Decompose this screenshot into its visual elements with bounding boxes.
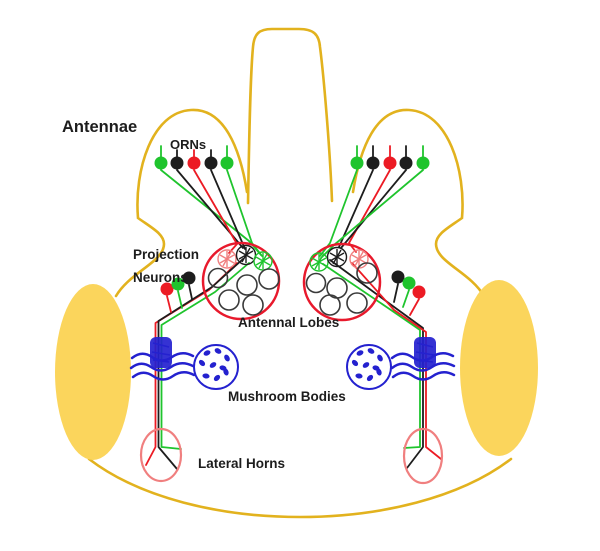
right-antenna-outline [351, 108, 486, 298]
right-mb-calyx-dots [351, 348, 383, 382]
glomerulus [236, 274, 258, 296]
pn-dot-green [171, 277, 185, 291]
right-glomerulus-red [349, 249, 369, 269]
orn-dot-red [383, 156, 397, 170]
right-orn-group [319, 145, 430, 259]
left-lobe-circle [201, 241, 281, 321]
left-orn-group [154, 145, 263, 257]
antennae-label: Antennae [62, 118, 137, 136]
glomerulus [218, 289, 240, 311]
orns-label: ORNs [170, 137, 206, 152]
right-orn-axon-black-1 [338, 169, 374, 248]
glomerulus [242, 294, 264, 316]
orn-dot-green [416, 156, 430, 170]
right-eye [460, 280, 538, 456]
right-mb-calyx [346, 344, 392, 390]
left-mb-calyx [193, 344, 239, 390]
left-mushroom-body [129, 337, 239, 390]
glomerulus [207, 267, 229, 289]
projection-neurons-label-line2: Neurons [133, 270, 188, 285]
antennal-lobes-label: Antennal Lobes [238, 315, 339, 330]
orn-dot-green [350, 156, 364, 170]
orn-dot-black [399, 156, 413, 170]
projection-neurons-label-line1: Projection [133, 247, 199, 262]
right-mb-fiber [390, 352, 455, 362]
central-column-outline [246, 27, 334, 205]
right-pn-tract [322, 259, 442, 469]
left-glomerulus-red [217, 249, 237, 269]
left-glomerulus-green [253, 251, 273, 271]
left-eye [55, 284, 131, 460]
left-mb-fiber [130, 352, 195, 362]
left-orn-axon-black-2 [210, 169, 246, 250]
head-outline [87, 27, 513, 519]
orn-dot-green [220, 156, 234, 170]
glomerulus [319, 294, 341, 316]
left-mb-calyx-dots [198, 348, 230, 382]
orn-dot-black [170, 156, 184, 170]
pn-dot-red [160, 282, 174, 296]
right-mb-fiber [390, 362, 456, 372]
right-antennal-lobe [302, 242, 382, 322]
right-glomerulus-black [326, 246, 348, 268]
right-projection-neurons [391, 270, 426, 316]
left-mb-fiber [129, 362, 195, 372]
right-orn-axon-green-1 [319, 169, 358, 257]
right-orn-axon-red [348, 169, 391, 253]
orn-dot-black [204, 156, 218, 170]
left-projection-neurons [160, 271, 196, 313]
glomerulus [346, 292, 368, 314]
left-antennal-lobe [201, 241, 281, 321]
left-orn-axon-green-2 [226, 169, 263, 257]
right-lateral-horn [402, 427, 444, 485]
orn-dot-red [187, 156, 201, 170]
pn-dot-red [412, 285, 426, 299]
right-mushroom-body [346, 337, 456, 390]
left-lateral-horn [139, 427, 183, 483]
glomerulus [305, 272, 327, 294]
orn-dot-green [154, 156, 168, 170]
orn-dot-black [366, 156, 380, 170]
glomerulus [356, 262, 378, 284]
right-glomerulus-green [309, 252, 329, 272]
pn-dot-black [391, 270, 405, 284]
pn-dot-green [402, 276, 416, 290]
right-mb-fiber [391, 371, 456, 381]
bottom-head-outline [87, 457, 513, 519]
lateral-horns-label: Lateral Horns [198, 456, 285, 471]
mushroom-bodies-label: Mushroom Bodies [228, 389, 346, 404]
right-lobe-circle [302, 242, 382, 322]
right-orn-axon-black-2 [340, 169, 407, 249]
glomerulus [258, 268, 280, 290]
left-glomerulus-black [235, 244, 257, 266]
pn-dot-black [182, 271, 196, 285]
left-antenna-outline [114, 108, 249, 298]
left-mb-fiber [131, 371, 196, 381]
